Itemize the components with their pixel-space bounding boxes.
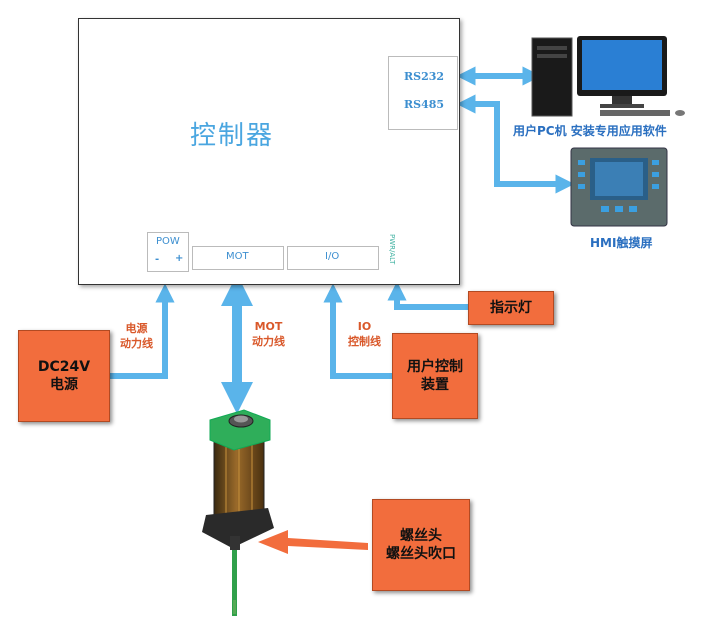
pow-minus-label: - — [155, 254, 160, 265]
io-port-label: I/O — [325, 251, 340, 262]
indicator-arrow — [387, 281, 468, 310]
io-cable-label: IO 控制线 — [348, 320, 381, 348]
power-cable-label: 电源 动力线 — [120, 322, 153, 350]
pow-plus-label: + — [175, 253, 184, 264]
mot-port-label: MOT — [226, 251, 249, 262]
pow-port-box — [147, 232, 189, 272]
screw-head-box: 螺丝头螺丝头吹口 — [372, 499, 470, 591]
io-port-box — [287, 246, 379, 270]
rs485-label: RS485 — [404, 98, 445, 111]
mot-port-box — [192, 246, 284, 270]
pc-label: 用户PC机 安装专用应用软件 — [513, 124, 667, 138]
indicator-box: 指示灯 — [468, 291, 554, 325]
mot-cable-label: MOT 动力线 — [252, 320, 285, 348]
pow-label: POW — [156, 236, 180, 247]
serial-port-box — [388, 56, 458, 130]
rs232-label: RS232 — [404, 70, 445, 83]
motor-icon — [202, 409, 274, 616]
user-control-box: 用户控制装置 — [392, 333, 478, 419]
screw-pointer-arrow — [258, 530, 368, 554]
pwr-alt-label: PWR/ALT — [388, 234, 396, 265]
hmi-icon — [570, 147, 668, 227]
power-cable-arrow — [108, 283, 175, 379]
controller-title: 控制器 — [190, 121, 275, 151]
io-cable-arrow — [323, 283, 392, 379]
pc-icon — [531, 36, 685, 117]
hmi-label: HMI触摸屏 — [590, 236, 653, 250]
rs485-hmi-arrow — [456, 94, 575, 194]
